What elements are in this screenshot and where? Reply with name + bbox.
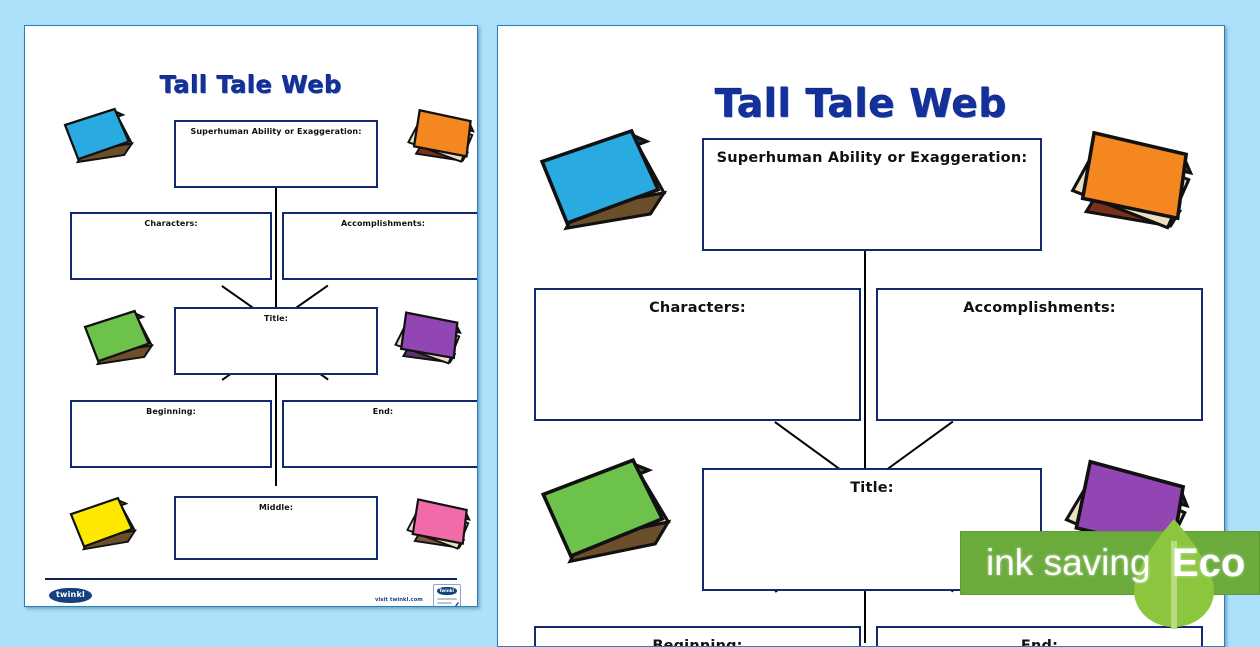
book-purple-icon	[390, 307, 466, 373]
box-label: Beginning:	[652, 638, 743, 647]
box-label: Characters:	[649, 300, 746, 316]
worksheet-sheet-left: Tall Tale Web Superhuman Ability or Exag…	[25, 26, 477, 606]
connector-vertical-main	[864, 251, 866, 643]
box-characters[interactable]: Characters:	[70, 212, 272, 280]
visit-url-text[interactable]: visit twinkl.com	[375, 597, 423, 603]
box-label: Title:	[264, 314, 288, 323]
twinkl-logo: twinkl	[49, 588, 92, 603]
box-superhuman-ability[interactable]: Superhuman Ability or Exaggeration:	[174, 120, 378, 188]
badge-line-1	[437, 598, 457, 600]
box-label: Middle:	[258, 503, 294, 512]
box-accomplishments[interactable]: Accomplishments:	[282, 212, 477, 280]
box-beginning[interactable]: Beginning:	[70, 400, 272, 468]
box-characters[interactable]: Characters:	[534, 288, 861, 421]
worksheet-sheet-right: Tall Tale Web Superhuman Ability or Exag…	[498, 26, 1224, 646]
box-label: Beginning:	[146, 407, 196, 416]
worksheet-page-right[interactable]: Tall Tale Web Superhuman Ability or Exag…	[497, 25, 1225, 647]
box-beginning[interactable]: Beginning:	[534, 626, 861, 647]
box-title[interactable]: Title:	[174, 307, 378, 375]
box-accomplishments[interactable]: Accomplishments:	[876, 288, 1203, 421]
book-green-icon	[536, 450, 680, 580]
eco-text: Eco	[1172, 541, 1246, 585]
footer-divider	[45, 578, 457, 580]
leaf-icon	[1134, 519, 1214, 629]
box-label: Accomplishments:	[340, 219, 426, 228]
page-title: Tall Tale Web	[715, 82, 1007, 127]
twinkl-certificate-badge: Twinkl	[433, 584, 461, 606]
box-label: Superhuman Ability or Exaggeration:	[190, 127, 362, 136]
page-title: Tall Tale Web	[159, 71, 343, 99]
box-label: Accomplishments:	[963, 300, 1116, 316]
book-blue-icon	[535, 122, 675, 247]
box-label: Title:	[850, 480, 894, 496]
book-yellow-icon	[67, 492, 141, 559]
book-orange-icon	[1061, 122, 1201, 247]
ink-saving-text: ink saving	[986, 542, 1151, 583]
badge-line-2	[437, 602, 452, 604]
box-middle[interactable]: Middle:	[174, 496, 378, 560]
ink-saving-eco-badge: ink saving Eco	[960, 519, 1260, 629]
box-label: End:	[1020, 638, 1059, 647]
check-icon	[454, 602, 459, 606]
box-end[interactable]: End:	[876, 626, 1203, 647]
box-label: Superhuman Ability or Exaggeration:	[716, 150, 1028, 166]
worksheet-page-left[interactable]: Tall Tale Web Superhuman Ability or Exag…	[24, 25, 478, 607]
cloud-shape	[437, 587, 457, 595]
badge-brand-text: Twinkl	[439, 588, 454, 594]
box-label: Characters:	[144, 219, 198, 228]
book-orange-icon	[402, 104, 477, 171]
book-pink-icon	[401, 493, 474, 559]
book-green-icon	[81, 306, 157, 373]
box-label: End:	[372, 407, 394, 416]
box-superhuman-ability[interactable]: Superhuman Ability or Exaggeration:	[702, 138, 1042, 251]
box-end[interactable]: End:	[282, 400, 477, 468]
book-blue-icon	[61, 104, 137, 171]
